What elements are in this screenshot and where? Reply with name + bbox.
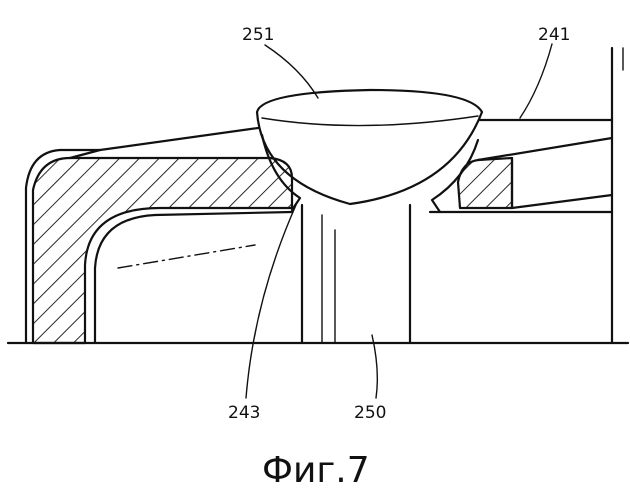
stem-250 [302, 205, 410, 343]
cavity-dashdot-line [118, 245, 255, 268]
body-241-slope-2 [512, 158, 612, 208]
label-241: 241 [538, 25, 570, 45]
label-250: 250 [354, 403, 386, 423]
left-housing-section [33, 158, 292, 343]
figure-caption: Фиг.7 [262, 450, 370, 491]
housing-top-line [70, 150, 100, 158]
leader-241 [520, 44, 552, 118]
inner-cavity-contour [95, 212, 292, 343]
label-251: 251 [242, 25, 274, 45]
leader-251 [265, 45, 318, 98]
cap-rim [262, 116, 478, 126]
body-241-slope-1 [478, 138, 612, 160]
label-243: 243 [228, 403, 260, 423]
leader-250 [372, 335, 377, 398]
leader-243 [246, 205, 296, 398]
